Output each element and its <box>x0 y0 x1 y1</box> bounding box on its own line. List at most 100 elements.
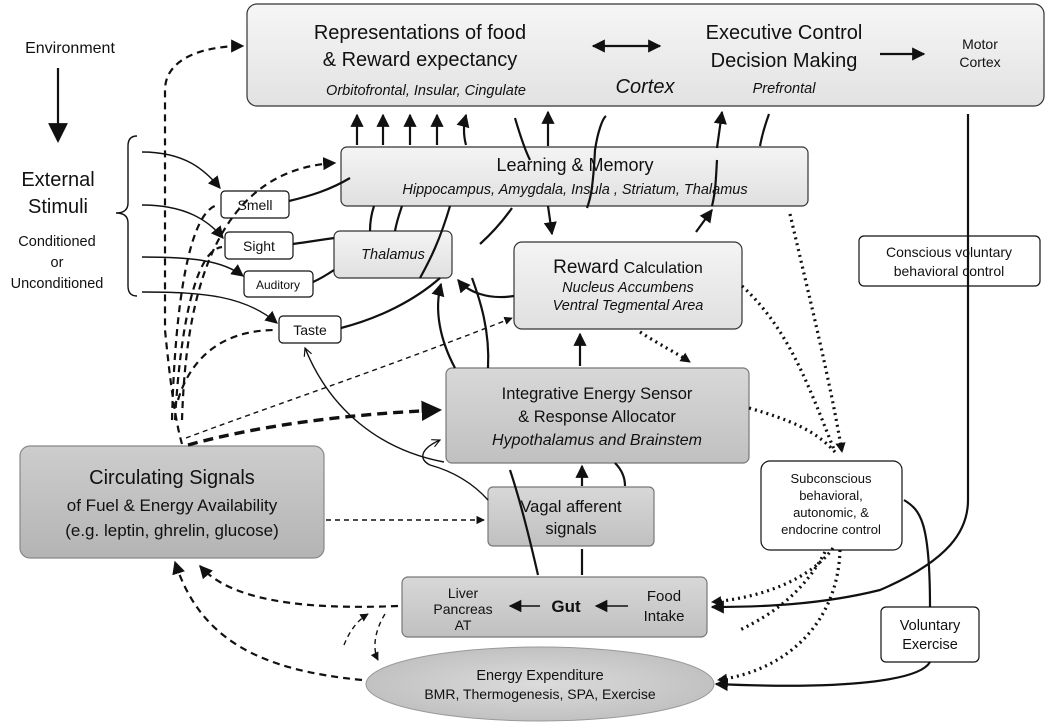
stimuli-or-label: or <box>51 255 64 271</box>
integrative-line-2: & Response Allocator <box>518 408 676 426</box>
representations-title-2: & Reward expectancy <box>323 49 518 71</box>
thalamus-label: Thalamus <box>361 247 425 263</box>
exercise-line <box>903 499 932 608</box>
decision-making-title: Decision Making <box>711 50 858 72</box>
thalamus-up-connector-1 <box>368 205 376 232</box>
energy-expenditure-title: Energy Expenditure <box>476 668 603 684</box>
circulating-line-1: Circulating Signals <box>89 467 255 489</box>
organs-at: AT <box>455 617 472 633</box>
circulating-to-sight-dashed <box>173 245 223 421</box>
conscious-label-2: behavioral control <box>894 263 1005 279</box>
vagal-afferent-box <box>487 486 655 547</box>
auditory-label: Auditory <box>256 278 300 292</box>
representations-title-1: Representations of food <box>314 22 526 44</box>
integrative-to-learning-line <box>470 277 490 369</box>
up-arrow-5 <box>456 113 470 146</box>
conscious-control-box <box>858 235 1041 287</box>
conscious-label-1: Conscious voluntary <box>886 244 1012 260</box>
gut-box <box>401 576 708 638</box>
stimulus-auditory-connector <box>141 256 245 277</box>
stimuli-unconditioned-label: Unconditioned <box>11 276 104 292</box>
subconscious-control-box <box>760 460 903 551</box>
reward-line-2: Nucleus Accumbens <box>562 280 694 296</box>
learning-memory-box <box>340 146 809 207</box>
auditory-to-thalamus-connector <box>312 269 335 284</box>
cortex-to-learning-line <box>513 117 531 161</box>
reward-to-integrative-dotted <box>639 330 691 364</box>
external-stimuli-title-1: External <box>21 169 94 191</box>
circulating-to-integrative-dashed <box>187 400 443 447</box>
vagal-to-taste-arrow <box>305 348 445 463</box>
subconscious-to-food-dotted <box>710 547 835 607</box>
subconscious-line-2: behavioral, <box>799 488 863 503</box>
integrative-to-thalamus-arrow <box>431 282 456 369</box>
reward-box <box>513 241 743 330</box>
integrative-to-subconscious-dotted <box>748 406 837 454</box>
subconscious-dotted-extra <box>739 551 827 632</box>
executive-control-title: Executive Control <box>706 22 863 44</box>
reward-to-cortex-line <box>585 115 607 209</box>
external-stimuli-title-2: Stimuli <box>28 196 88 218</box>
motor-to-food-intake-arrow <box>710 114 970 614</box>
organs-pancreas: Pancreas <box>433 601 492 617</box>
food-label: Food <box>647 588 681 605</box>
thalamus-to-learning-line <box>419 205 452 279</box>
subconscious-line-1: Subconscious <box>791 471 872 486</box>
integrative-line-3: Hypothalamus and Brainstem <box>492 432 702 449</box>
sight-box <box>224 231 294 260</box>
taste-box <box>278 315 342 344</box>
learning-to-exec-arrow <box>713 110 727 149</box>
motor-label-2: Cortex <box>959 54 1000 70</box>
exec-down-line <box>710 159 719 207</box>
reward-line-3: Ventral Tegmental Area <box>553 298 704 314</box>
energy-expenditure-components: BMR, Thermogenesis, SPA, Exercise <box>424 686 656 702</box>
circulating-to-learning-dashed <box>180 157 337 421</box>
gut-to-integrative-line-1 <box>508 469 540 576</box>
sight-to-thalamus-connector <box>292 236 335 246</box>
expenditure-to-organs-dashed <box>343 613 369 646</box>
intake-label: Intake <box>644 608 685 625</box>
reward-title-small: Calculation <box>624 260 703 277</box>
circulating-to-reward-dashed <box>185 316 513 439</box>
organs-to-expenditure-dashed <box>370 613 386 661</box>
circulating-line-2: of Fuel & Energy Availability <box>67 496 278 515</box>
stimuli-brace <box>115 135 138 297</box>
circulating-to-taste-dashed <box>176 328 277 401</box>
learning-to-subconscious-dotted <box>788 213 846 454</box>
voluntary-exercise-box <box>880 606 980 663</box>
learning-to-thalamus-line <box>479 207 513 245</box>
prefrontal-label: Prefrontal <box>753 81 817 97</box>
voluntary-exercise-line-2: Exercise <box>902 637 958 653</box>
vagal-to-integrative-line <box>614 462 627 487</box>
stimuli-conditioned-label: Conditioned <box>18 234 95 250</box>
motor-label-1: Motor <box>962 36 998 52</box>
smell-to-learning-connector <box>288 177 351 203</box>
expenditure-to-circulating-dashed <box>172 560 363 682</box>
cortex-label: Cortex <box>616 76 676 98</box>
learning-to-reward-arrow <box>543 205 557 236</box>
thalamus-up-connector-2 <box>393 205 404 232</box>
circulating-to-smell-dashed <box>170 203 219 421</box>
exec-to-learning-line <box>758 113 771 147</box>
energy-expenditure-ellipse <box>365 646 715 722</box>
environment-label: Environment <box>25 40 115 57</box>
taste-label: Taste <box>293 322 327 338</box>
taste-to-thalamus-connector <box>340 277 441 330</box>
auditory-box <box>243 270 314 298</box>
vagal-loop-arrow <box>422 440 489 501</box>
exercise-to-expenditure-arrow <box>714 661 931 692</box>
integrative-sensor-box <box>445 367 750 464</box>
stimulus-sight-connector <box>141 204 224 239</box>
learning-memory-title: Learning & Memory <box>496 155 653 175</box>
reward-title-big: Reward <box>553 257 618 278</box>
voluntary-exercise-line-1: Voluntary <box>900 618 961 634</box>
representations-regions: Orbitofrontal, Insular, Cingulate <box>326 83 526 99</box>
subconscious-line-4: endocrine control <box>781 522 881 537</box>
integrative-line-1: Integrative Energy Sensor <box>502 385 693 403</box>
organs-liver: Liver <box>448 585 479 601</box>
gut-label: Gut <box>551 597 581 616</box>
circulating-line-3: (e.g. leptin, ghrelin, glucose) <box>65 521 279 540</box>
vagal-line-1: Vagal afferent <box>520 498 622 516</box>
